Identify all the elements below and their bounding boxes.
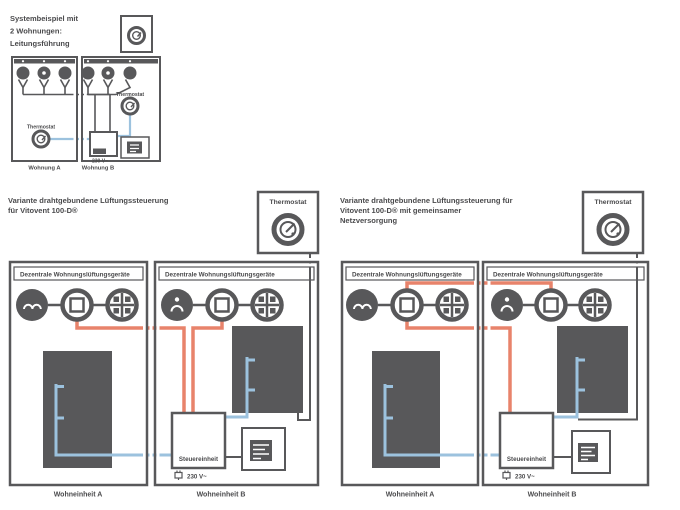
power-label: 230 V~ — [92, 159, 108, 165]
thermostat-dial-icon — [31, 129, 51, 149]
thermostat-dial-icon — [120, 96, 140, 116]
controller-label: Steuereinheit — [507, 456, 546, 463]
thermostat-label: Thermostat — [594, 199, 632, 206]
apartment-b-box — [153, 260, 320, 487]
ceiling-rail-b — [84, 59, 158, 64]
header-b-label: Dezentrale Wohnungslüftungsgeräte — [493, 272, 603, 279]
power-wires-blue — [54, 357, 255, 457]
wall-crossing-gaps — [143, 258, 315, 460]
variant-title-line3: Netzversorgung — [340, 216, 398, 225]
ventilation-unit-icon — [15, 288, 49, 322]
header-bar-a — [345, 266, 475, 281]
variant-title-line2: Vitovent 100-D® mit gemeinsamer — [340, 206, 461, 215]
variant-title-line2: für Vitovent 100-D® — [8, 206, 78, 215]
controller-box — [170, 411, 227, 470]
header-bar-b — [158, 266, 315, 281]
thermostat-box-small — [120, 15, 153, 53]
device-bus-wires — [17, 79, 132, 132]
thermostat-dial-icon — [127, 26, 146, 45]
fan-vent-icon — [438, 291, 467, 320]
duct-shaft-a — [372, 351, 440, 468]
fan-vent-icon — [253, 291, 282, 320]
duct-shaft-a — [43, 351, 112, 468]
fan-vent-icon — [108, 291, 137, 320]
type-plate-box — [571, 430, 611, 474]
thermostat-b-label: Thermostat — [116, 92, 145, 98]
apartment-a-box — [11, 56, 78, 162]
variant-title-line1: Variante drahtgebundene Lüftungssteuerun… — [8, 196, 169, 205]
power-plug-icon — [174, 469, 183, 481]
thermostat-dial-icon — [274, 216, 302, 244]
wall-junction-box-icon — [208, 291, 237, 320]
apartment-a-box — [340, 260, 480, 487]
duct-shaft-b — [557, 326, 628, 413]
apartment-b-box — [481, 260, 650, 487]
header-a-label: Dezentrale Wohnungslüftungsgeräte — [352, 272, 462, 279]
thermostat-box — [256, 190, 320, 255]
thermostat-box — [581, 190, 645, 255]
overview-diagram: Systembeispiel mit 2 Wohnungen: Leitungs… — [10, 14, 161, 172]
power-plug-icon — [502, 469, 511, 481]
controller-box — [498, 411, 555, 470]
controller-label: Steuereinheit — [179, 456, 218, 463]
variant-title-line1: Variante drahtgebundene Lüftungssteuerun… — [340, 196, 513, 205]
shared-supply-variant-diagram: Variante drahtgebundene Lüftungssteuerun… — [340, 190, 650, 499]
header-bar-b — [486, 266, 645, 281]
apartment-b-label: Wohneinheit B — [528, 492, 577, 499]
apartment-a-label: Wohnung A — [28, 166, 61, 172]
type-plate-box-small — [120, 136, 150, 159]
thermostat-a-label: Thermostat — [27, 125, 56, 131]
duct-shaft-b — [232, 326, 303, 413]
wall-junction-box-icon — [63, 291, 92, 320]
ventilation-unit-variant-icon — [160, 288, 194, 322]
apartment-a-box — [8, 260, 149, 487]
apartment-b-box — [81, 56, 161, 162]
header-a-label: Dezentrale Wohnungslüftungsgeräte — [20, 272, 130, 279]
header-bar-a — [13, 266, 144, 281]
header-b-label: Dezentrale Wohnungslüftungsgeräte — [165, 272, 275, 279]
ventilation-unit-variant-icon — [490, 288, 524, 322]
power-wires-blue — [383, 357, 585, 457]
thermostat-dial-icon — [599, 216, 627, 244]
ceiling-devices — [16, 60, 137, 80]
fan-vent-icon — [581, 291, 610, 320]
power-label: 230 V~ — [187, 474, 207, 481]
power-label: 230 V~ — [515, 474, 535, 481]
thermostat-wires-blue — [49, 114, 132, 141]
overview-title-line1: Systembeispiel mit — [10, 14, 78, 23]
apartment-b-label: Wohneinheit B — [197, 492, 246, 499]
thermostat-label: Thermostat — [269, 199, 307, 206]
apartment-b-label: Wohnung B — [82, 166, 114, 172]
type-plate-box — [241, 427, 286, 471]
gray-wires — [48, 253, 311, 458]
apartment-a-label: Wohneinheit A — [386, 492, 435, 499]
wall-junction-box-icon — [537, 291, 566, 320]
controller-box-small — [89, 131, 118, 157]
bus-wires-red — [75, 319, 224, 413]
wired-variant-diagram: Variante drahtgebundene Lüftungssteuerun… — [8, 190, 320, 499]
gray-wires — [378, 253, 638, 458]
wall-crossing-gaps — [73, 91, 87, 143]
overview-title-line2: 2 Wohnungen: — [10, 27, 62, 36]
apartment-a-label: Wohneinheit A — [54, 492, 103, 499]
wall-junction-box-icon — [393, 291, 422, 320]
ventilation-unit-icon — [345, 288, 379, 322]
overview-title-line3: Leitungsführung — [10, 39, 70, 48]
